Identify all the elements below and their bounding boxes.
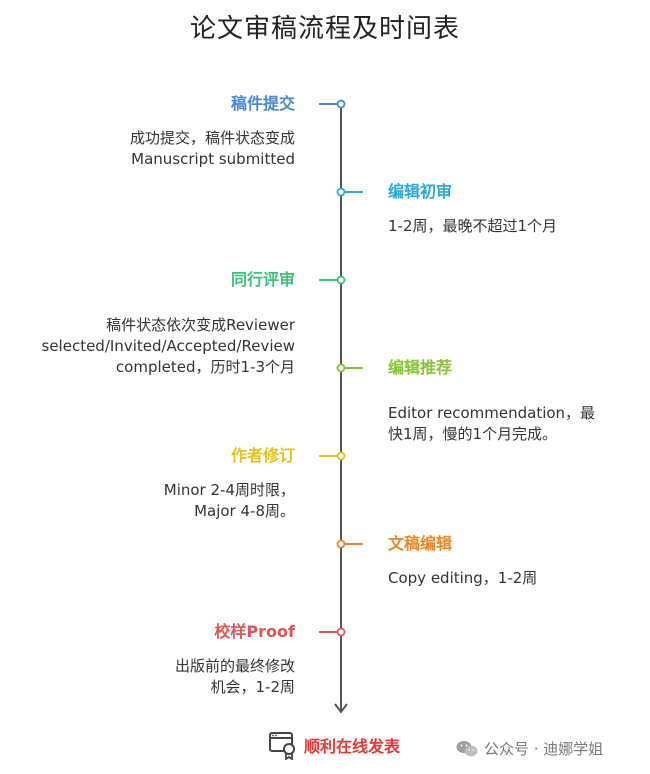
step-label-peer-review: 同行评审 (230, 270, 295, 289)
step-label-author-revision: 作者修订 (230, 446, 295, 465)
timeline-node-5 (336, 539, 346, 549)
page-title: 论文审稿流程及时间表 (189, 14, 460, 44)
final-step-label: 顺利在线发表 (304, 737, 401, 756)
step-desc-proof: 出版前的最终修改机会，1-2周 (174, 657, 295, 696)
certificate-icon (269, 732, 295, 760)
step-desc-copy-editing: Copy editing，1-2周 (388, 569, 538, 587)
timeline-node-2 (336, 275, 346, 285)
step-label-editor-check: 编辑初审 (388, 182, 453, 201)
step-label-editor-recommendation: 编辑推荐 (388, 358, 453, 377)
timeline-node-0 (336, 99, 346, 109)
timeline-node-3 (336, 363, 346, 373)
step-desc-editor-recommendation: Editor recommendation，最快1周，慢的1个月完成。 (388, 404, 596, 443)
step-label-copy-editing: 文稿编辑 (388, 534, 453, 553)
step-desc-author-revision: Minor 2-4周时限，Major 4-8周。 (163, 481, 295, 520)
step-label-proof: 校样Proof (214, 622, 295, 641)
timeline-node-4 (336, 451, 346, 461)
watermark-text: 公众号 · 迪娜学姐 (484, 740, 604, 758)
watermark: 公众号 · 迪娜学姐 (456, 738, 603, 759)
step-desc-editor-check: 1-2周，最晚不超过1个月 (388, 217, 558, 235)
step-label-submission: 稿件提交 (230, 94, 295, 113)
timeline-node-1 (336, 187, 346, 197)
timeline-node-6 (336, 627, 346, 637)
wechat-icon (456, 740, 478, 756)
